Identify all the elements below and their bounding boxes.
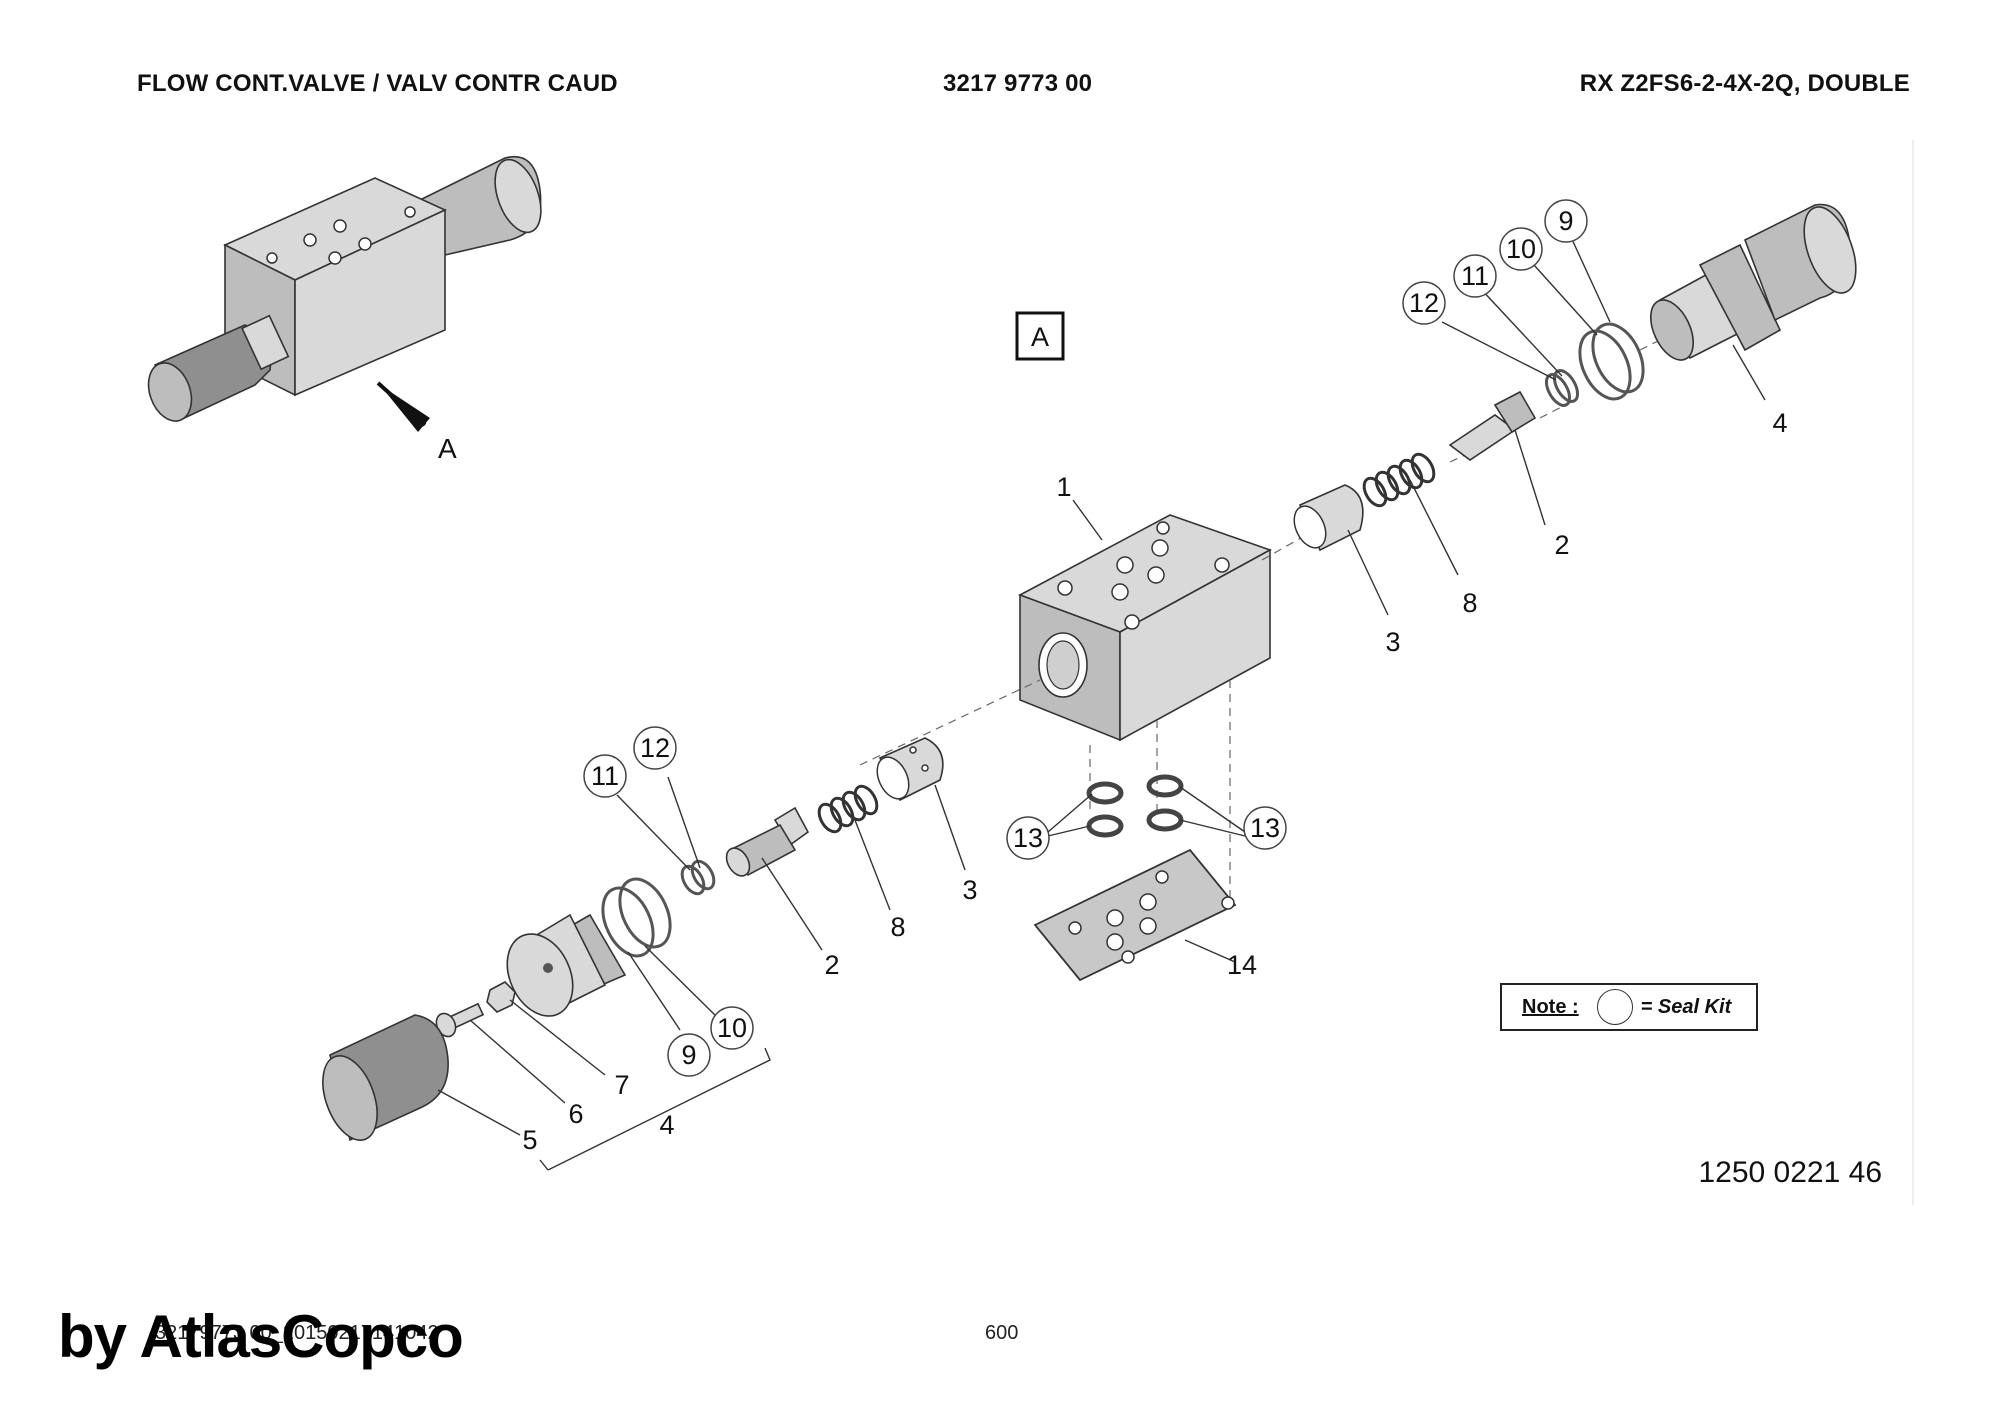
view-box-label: A xyxy=(1031,322,1049,352)
callout-3-left: 3 xyxy=(962,875,977,905)
valve-body xyxy=(1018,514,1272,742)
callout-11-left-circle xyxy=(583,754,627,798)
view-box xyxy=(1015,311,1065,361)
watermark: by AtlasCopco xyxy=(58,1303,464,1370)
ring-9-left xyxy=(601,886,655,958)
callout-13-left-circle xyxy=(1006,816,1050,860)
thumb-block-front xyxy=(294,208,446,397)
callout-10-left-circle xyxy=(710,1006,754,1050)
callout-5: 5 xyxy=(522,1125,537,1155)
callout-2-left: 2 xyxy=(824,950,839,980)
callout-12-right-circle xyxy=(1402,281,1446,325)
piston-right xyxy=(1448,390,1537,461)
view-arrow-label: A xyxy=(438,433,457,464)
nut xyxy=(486,981,516,1013)
seal-kit-circle-icon xyxy=(1596,989,1633,1025)
o-ring-12-right xyxy=(1544,373,1572,407)
header-model: RX Z2FS6-2-4X-2Q, DOUBLE xyxy=(1579,70,1910,97)
assembled-valve-illustration xyxy=(147,155,542,432)
footer-page-number: 600 xyxy=(985,1322,1019,1344)
callout-11-right-circle xyxy=(1453,254,1497,298)
ring-10-right xyxy=(1578,329,1632,401)
spring-left xyxy=(817,784,879,834)
callout-13-right-circle xyxy=(1243,806,1287,850)
callout-11-left: 11 xyxy=(591,761,619,791)
callout-3-right: 3 xyxy=(1385,627,1400,657)
ring-10-left xyxy=(618,877,672,949)
seal-rings-13 xyxy=(1086,774,1184,838)
cap-left xyxy=(322,1014,449,1142)
header-title: FLOW CONT.VALVE / VALV CONTR CAUD xyxy=(137,70,618,97)
callout-10-right-circle xyxy=(1499,227,1543,271)
header-part-number: 3217 9773 00 xyxy=(943,70,1093,97)
spring-right xyxy=(1362,452,1436,508)
seal-kit-note: Note : = Seal Kit xyxy=(1500,983,1758,1031)
screw xyxy=(435,1002,485,1038)
callout-9-right: 9 xyxy=(1558,206,1573,236)
callout-9-left-circle xyxy=(667,1033,711,1077)
callout-10-right: 10 xyxy=(1506,234,1536,264)
callout-13-left: 13 xyxy=(1013,823,1043,853)
o-ring-11-left xyxy=(680,864,706,896)
callout-4-left: 4 xyxy=(659,1110,674,1140)
adjuster-right xyxy=(1650,203,1857,361)
callout-10-left: 10 xyxy=(717,1013,747,1043)
callout-12-right: 12 xyxy=(1409,288,1439,318)
footer-document-code: 32179773 00_20150217141042 xyxy=(155,1322,439,1344)
note-label: Note : xyxy=(1522,995,1579,1018)
callout-6: 6 xyxy=(568,1099,583,1129)
sleeve-left xyxy=(876,737,944,802)
note-text: = Seal Kit xyxy=(1640,995,1732,1018)
callout-2-right: 2 xyxy=(1554,530,1569,560)
sleeve-right xyxy=(1293,484,1364,552)
callout-8-right: 8 xyxy=(1462,588,1477,618)
callout-8-left: 8 xyxy=(890,912,905,942)
axis-left xyxy=(859,679,1041,766)
callout-13-right: 13 xyxy=(1250,813,1280,843)
gasket-plate xyxy=(1033,848,1237,982)
drawing-number: 1250 0221 46 xyxy=(1698,1156,1882,1189)
callout-9-left: 9 xyxy=(681,1040,696,1070)
callout-1: 1 xyxy=(1056,472,1071,502)
bracket-4 xyxy=(547,1047,771,1171)
adjuster-left xyxy=(506,913,627,1017)
callout-7: 7 xyxy=(614,1070,629,1100)
axis-right xyxy=(1261,529,1316,561)
callout-14: 14 xyxy=(1227,950,1257,980)
ring-9-right xyxy=(1591,322,1645,394)
piston-left xyxy=(725,806,810,877)
callout-12-left-circle xyxy=(633,726,677,770)
callout-9-right-circle xyxy=(1544,199,1588,243)
callout-4-right: 4 xyxy=(1772,408,1787,438)
callout-12-left: 12 xyxy=(640,733,670,763)
callout-11-right: 11 xyxy=(1461,261,1489,291)
o-ring-12-left xyxy=(690,859,716,891)
